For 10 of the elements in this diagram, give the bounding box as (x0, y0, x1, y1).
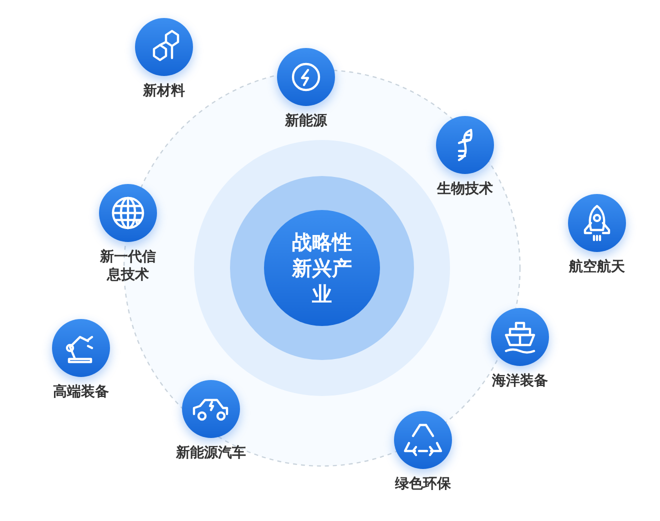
industry-label: 海洋装备 (492, 372, 548, 390)
industry-label: 航空航天 (569, 258, 625, 276)
industry-label: 生物技术 (437, 180, 493, 198)
industry-label: 新能源 (285, 112, 327, 130)
core-title: 战略性新兴产业 (290, 229, 353, 307)
industry-label: 新材料 (143, 82, 185, 100)
industry-label: 绿色环保 (395, 475, 451, 494)
industry-label: 新一代信息技术 (98, 248, 157, 284)
industry-label: 高端装备 (53, 383, 109, 402)
industry-label: 新能源汽车 (176, 444, 246, 462)
